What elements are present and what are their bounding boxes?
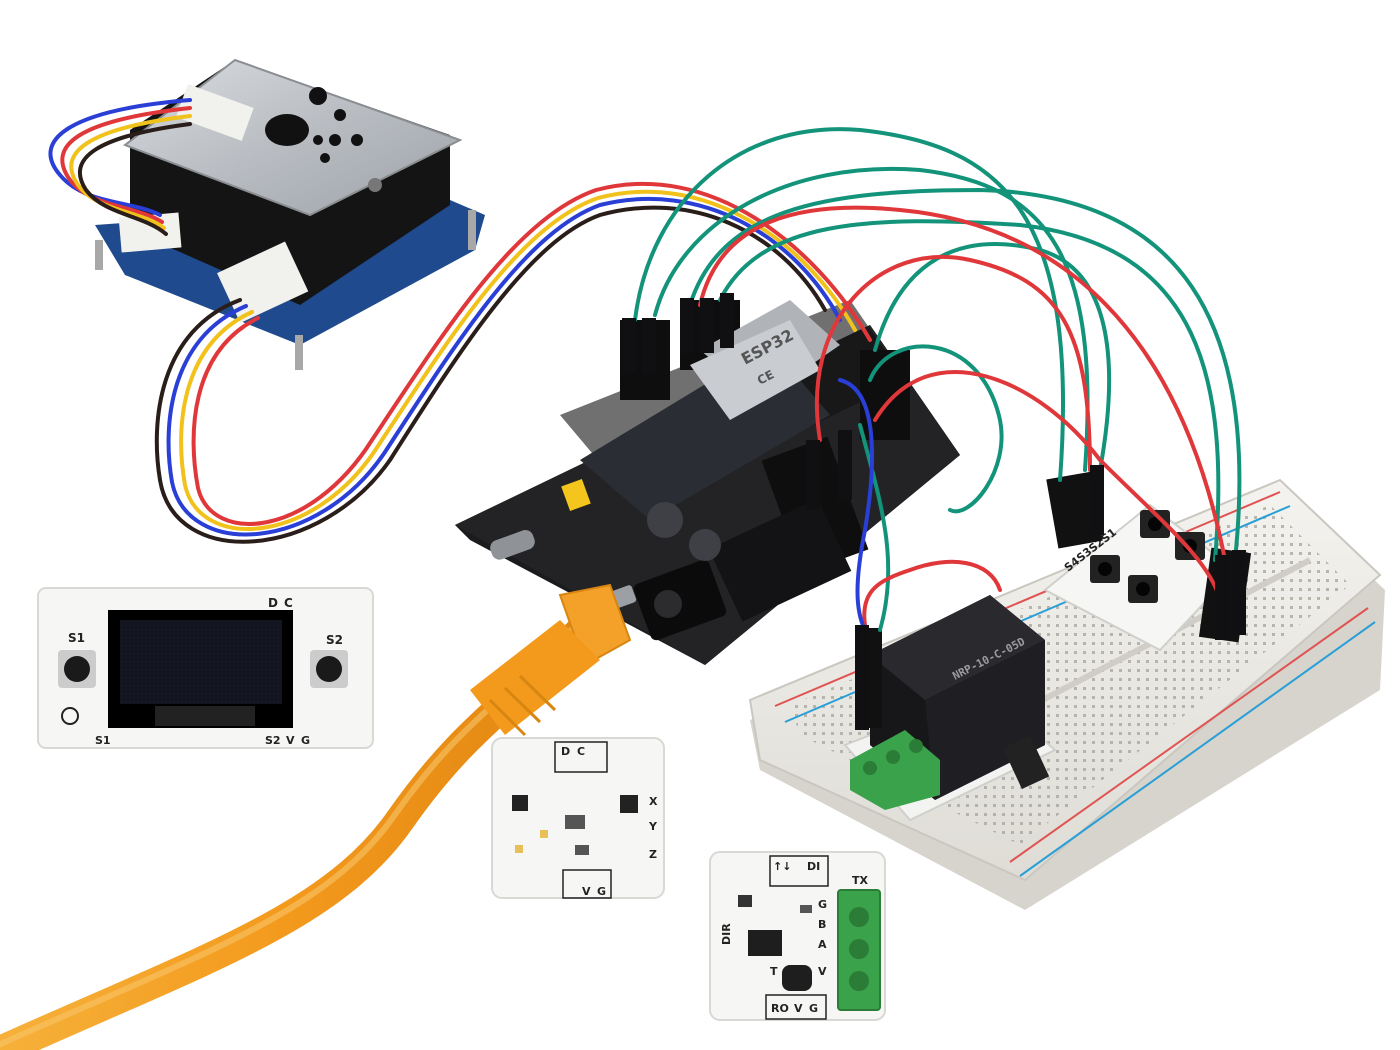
- oled-label-v: V: [286, 734, 295, 747]
- rs485-label-arrows: ↑↓: [773, 860, 791, 873]
- rs485-label-g: G: [818, 898, 827, 911]
- jumper-wires: [48, 98, 1242, 632]
- rs485-label-a: A: [818, 938, 827, 951]
- imu-label-c: C: [577, 745, 585, 758]
- oled-label-s1-bottom: S1: [95, 734, 111, 747]
- rs485-label-ro: RO: [771, 1002, 789, 1015]
- oled-label-c: C: [284, 596, 293, 610]
- dust-sensor: [95, 58, 485, 370]
- oled-label-g: G: [301, 734, 310, 747]
- usb-cable: [0, 583, 632, 1050]
- esp32-base-board: ESP32 CE: [455, 300, 960, 665]
- imu-module: D C X Y Z V G: [491, 737, 665, 899]
- imu-label-x: X: [649, 795, 658, 808]
- imu-label-y: Y: [648, 820, 658, 833]
- rs485-label-b: B: [818, 918, 826, 931]
- rs485-label-dir: DIR: [720, 923, 733, 945]
- oled-label-s2-top: S2: [326, 633, 343, 647]
- imu-label-g: G: [597, 885, 606, 898]
- rs485-module: ↑↓ DI TX DIR G B A V T RO V G: [709, 851, 886, 1021]
- oled-label-s2-bottom: S2: [265, 734, 281, 747]
- imu-label-z: Z: [649, 848, 657, 861]
- header-plugs: [622, 293, 1246, 730]
- imu-label-d: D: [561, 745, 570, 758]
- rs485-label-tx: TX: [852, 874, 869, 887]
- rs485-label-t: T: [770, 965, 778, 978]
- oled-logo-icon: [61, 707, 79, 725]
- rs485-label-di: DI: [807, 860, 820, 873]
- rs485-label-g-bottom: G: [809, 1002, 818, 1015]
- rs485-label-v-bottom: V: [794, 1002, 803, 1015]
- oled-module: S1 S2 D C S1 S2 V G: [37, 587, 374, 749]
- relay-module: NRP-10-C-05D: [843, 595, 1057, 822]
- oled-label-s1-top: S1: [68, 631, 85, 645]
- oled-label-d: D: [268, 596, 278, 610]
- imu-label-v: V: [582, 885, 591, 898]
- rs485-label-v: V: [818, 965, 827, 978]
